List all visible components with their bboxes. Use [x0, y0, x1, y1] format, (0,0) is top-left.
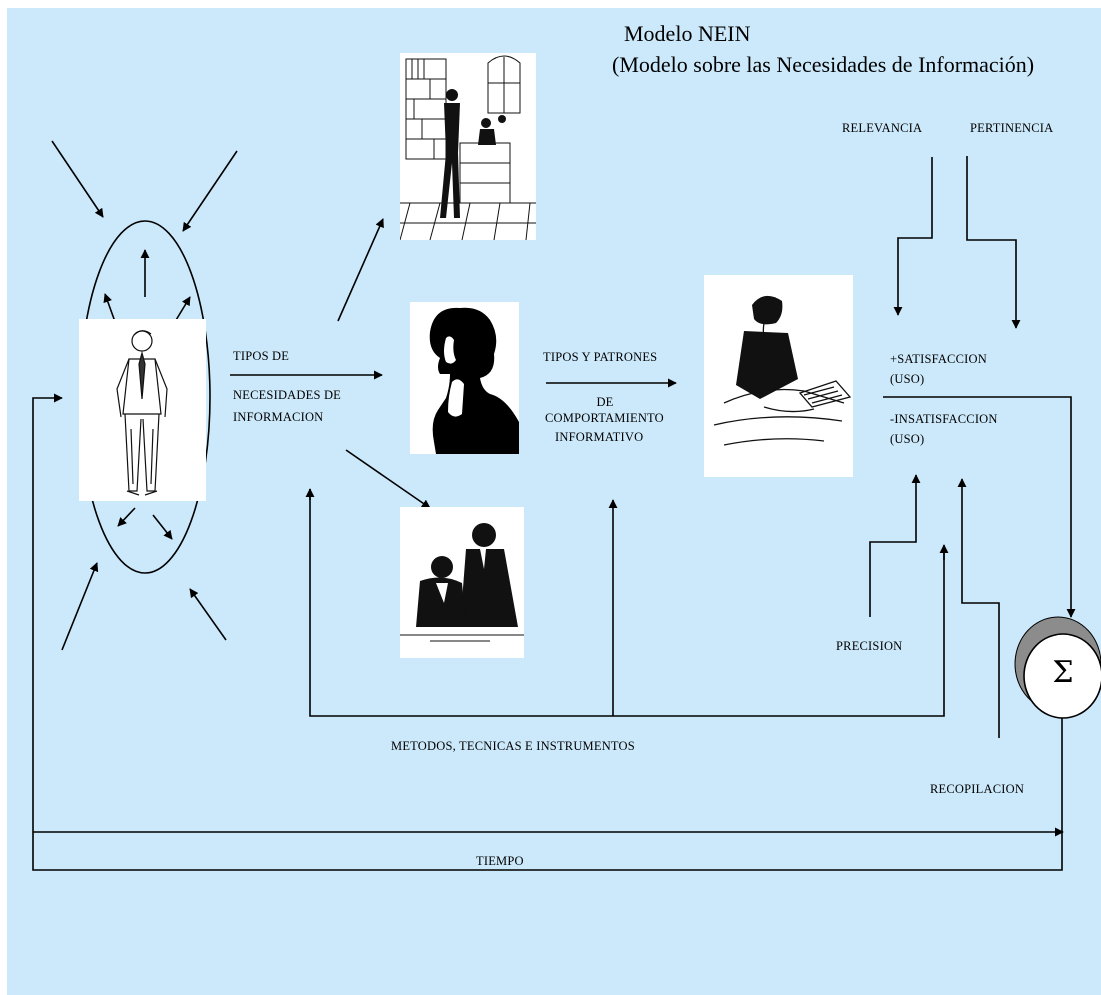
arrow-in-bottom-left: [61, 562, 99, 651]
label-tiempo: TIEMPO: [476, 854, 524, 868]
arrow-in-bottom-right: [189, 588, 227, 641]
label-necesidades-de: NECESIDADES DE: [233, 388, 342, 402]
feedback-loop-connector: [32, 393, 1063, 871]
arrow-out-down-left: [117, 507, 136, 527]
arrow-in-top-right: [182, 150, 238, 232]
phone-woman-silhouette-icon: [410, 302, 519, 454]
standing-man-icon: [79, 319, 206, 501]
label-satisfaccion: +SATISFACCION: [890, 352, 987, 366]
diagram-title: Modelo NEIN: [624, 21, 751, 46]
precision-connector: [869, 474, 921, 617]
two-people-meeting-icon: [400, 507, 524, 658]
library-reader-icon: [400, 53, 536, 240]
sigma-symbol: Σ: [1052, 655, 1074, 690]
arrow-to-meeting: [345, 449, 431, 509]
satisfaction-to-sum-connector: [883, 396, 1076, 618]
pertinencia-connector: [966, 156, 1021, 329]
diagram-background: [7, 8, 1101, 995]
label-precision: PRECISION: [836, 639, 903, 653]
arrow-in-top-left: [51, 140, 104, 218]
recopilacion-connector: [957, 478, 1000, 738]
label-tipos-y-patrones: TIPOS Y PATRONES: [543, 350, 658, 364]
arrow-out-down-right: [152, 514, 173, 540]
label-insatisfaccion: -INSATISFACCION: [890, 412, 998, 426]
diagram-subtitle: (Modelo sobre las Necesidades de Informa…: [612, 52, 1035, 77]
relevancia-connector: [893, 157, 933, 316]
label-relevancia: RELEVANCIA: [842, 121, 923, 135]
label-metodos: METODOS, TECNICAS E INSTRUMENTOS: [391, 739, 635, 753]
label-uso-1: (USO): [890, 372, 925, 386]
label-uso-2: (USO): [890, 432, 925, 446]
label-recopilacion: RECOPILACION: [930, 782, 1025, 796]
metodos-loop-connector: [309, 489, 945, 717]
arrow-to-library: [337, 218, 384, 322]
label-comportamiento: COMPORTAMIENTO: [545, 411, 664, 425]
label-informacion: INFORMACION: [233, 410, 324, 424]
label-pertinencia: PERTINENCIA: [970, 121, 1054, 135]
label-informativo: INFORMATIVO: [555, 430, 644, 444]
sigma-circle-icon: [1014, 616, 1101, 719]
reading-person-icon: [704, 275, 853, 477]
label-tipos-de: TIPOS DE: [233, 349, 290, 363]
label-de: DE: [596, 395, 614, 409]
